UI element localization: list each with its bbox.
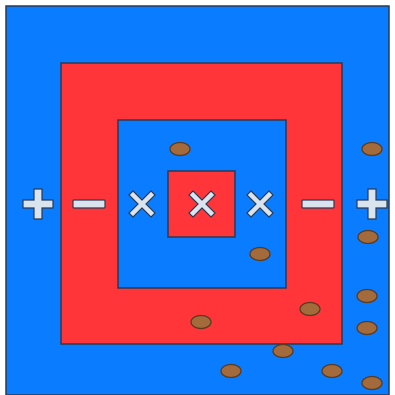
minus-right-icon bbox=[302, 200, 334, 208]
minus-left-icon bbox=[73, 200, 105, 208]
pebble[interactable] bbox=[191, 316, 211, 329]
pebble[interactable] bbox=[170, 143, 190, 156]
pebble[interactable] bbox=[357, 290, 377, 303]
pebble[interactable] bbox=[362, 143, 382, 156]
pebble[interactable] bbox=[221, 365, 241, 378]
pebble[interactable] bbox=[357, 322, 377, 335]
pebble[interactable] bbox=[362, 377, 382, 390]
pebble[interactable] bbox=[322, 365, 342, 378]
pebble[interactable] bbox=[250, 248, 270, 261]
pebble[interactable] bbox=[273, 345, 293, 358]
pebble[interactable] bbox=[358, 231, 378, 244]
pebble[interactable] bbox=[300, 303, 320, 316]
